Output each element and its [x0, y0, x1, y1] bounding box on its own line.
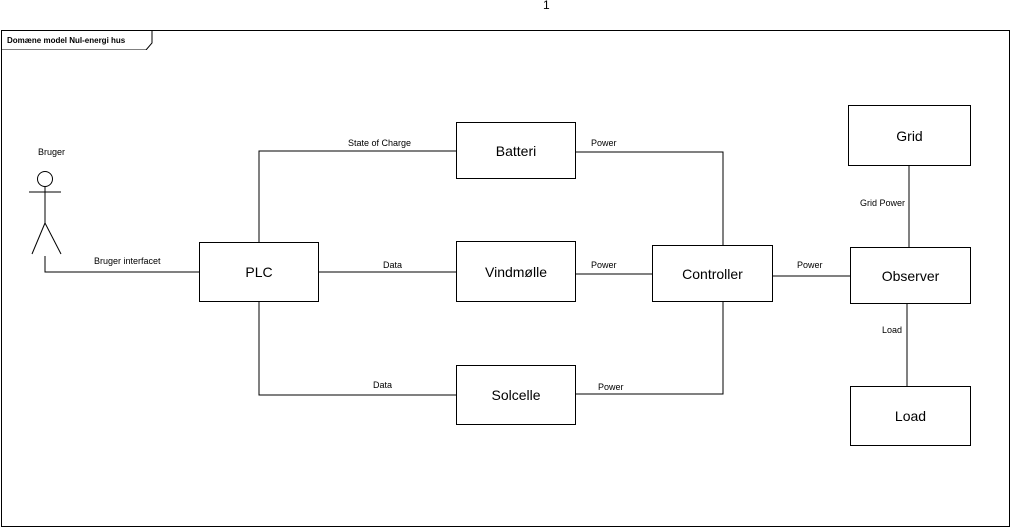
- link-plc-batteri: [258, 150, 456, 242]
- user-actor-icon: [29, 171, 62, 255]
- frame-title: Domæne model Nul-energi hus: [7, 36, 126, 45]
- block-solcelle: Solcelle: [456, 365, 576, 425]
- block-controller: Controller: [652, 245, 773, 302]
- page-marker: 1: [543, 0, 550, 12]
- actor-label: Bruger: [38, 147, 66, 157]
- block-vindmolle: Vindmølle: [456, 241, 576, 302]
- block-observer: Observer: [850, 247, 971, 304]
- label-grid-power: Grid Power: [860, 198, 906, 208]
- label-state-of-charge: State of Charge: [348, 138, 412, 148]
- block-grid: Grid: [848, 105, 971, 166]
- link-batteri-controller: [575, 151, 724, 246]
- diagram-frame: [1, 30, 1010, 527]
- label-plc-vindmolle-data: Data: [383, 260, 403, 270]
- label-load: Load: [882, 325, 903, 335]
- label-bruger-interfacet: Bruger interfacet: [94, 256, 161, 266]
- label-plc-solcelle-data: Data: [373, 380, 393, 390]
- label-batteri-power: Power: [591, 138, 617, 148]
- frame-tab: [1, 30, 153, 50]
- link-bruger-plc: [44, 256, 200, 273]
- block-plc: PLC: [199, 242, 319, 302]
- block-batteri: Batteri: [456, 122, 576, 179]
- label-vindmolle-power: Power: [591, 260, 617, 270]
- block-load: Load: [850, 386, 971, 446]
- link-plc-solcelle: [258, 301, 456, 396]
- link-solcelle-controller: [575, 301, 724, 395]
- label-solcelle-power: Power: [598, 382, 624, 392]
- label-controller-observer-power: Power: [797, 260, 823, 270]
